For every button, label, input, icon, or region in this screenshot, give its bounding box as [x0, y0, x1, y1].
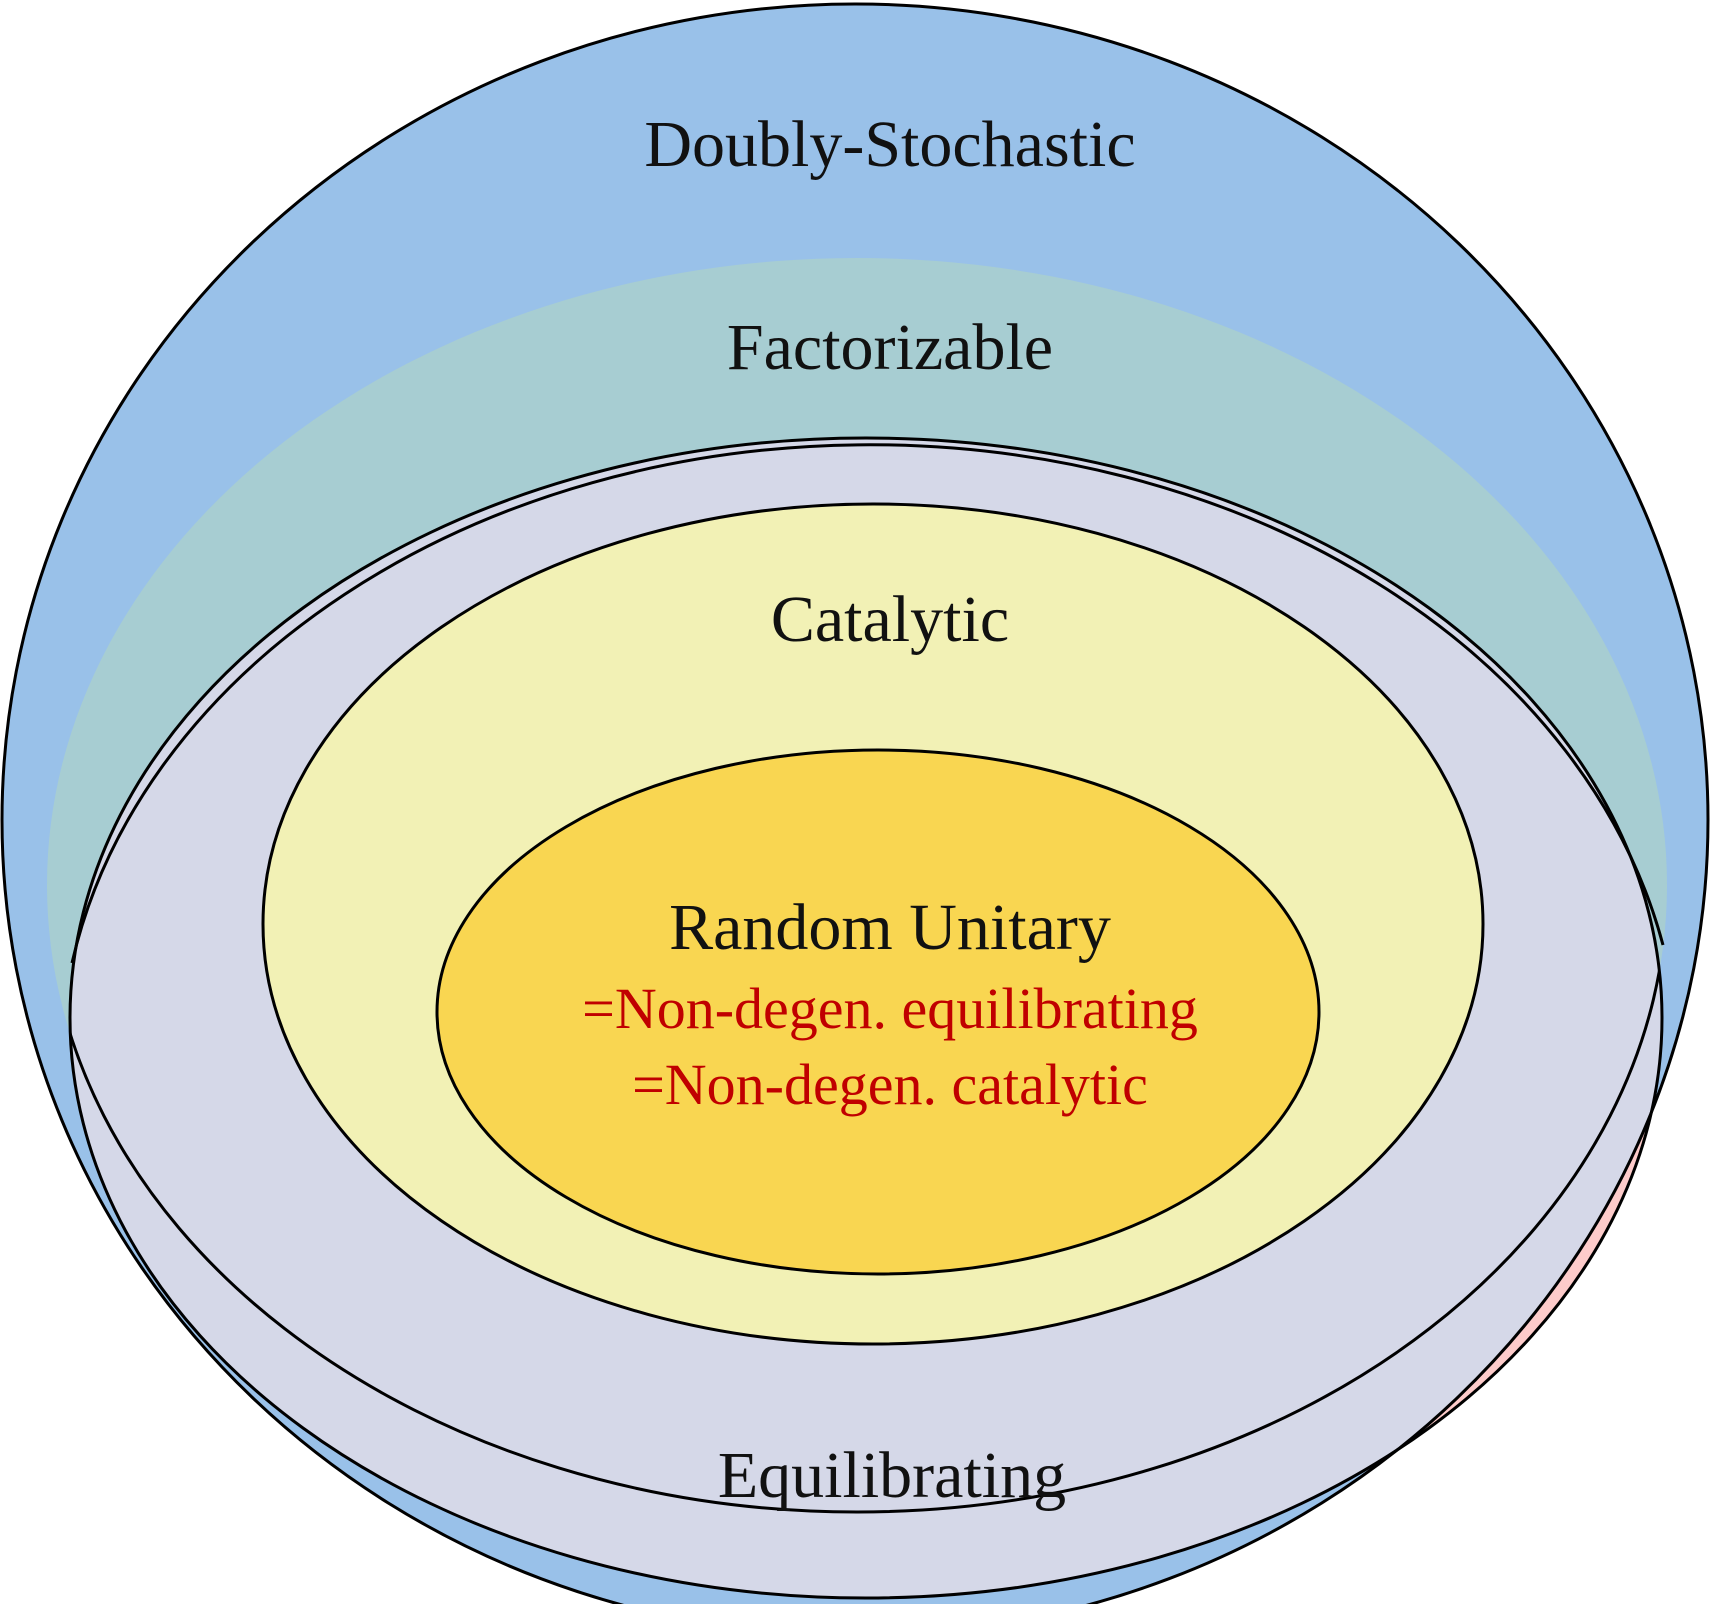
random-unitary-note-1: =Non-degen. equilibrating [582, 976, 1198, 1041]
equilibrating-outline [68, 436, 1664, 1600]
factorizable-outline-lower [70, 438, 1662, 1514]
random-unitary-label: Random Unitary [669, 891, 1111, 964]
random-unitary-note-2: =Non-degen. catalytic [632, 1052, 1148, 1117]
random-unitary-region [437, 750, 1319, 1274]
random-unitary-outline [435, 748, 1321, 1276]
factorizable-label: Factorizable [727, 311, 1053, 384]
catalytic-outline [261, 502, 1485, 1346]
factorizable-outline-upper [70, 443, 1665, 964]
equilibrating-label: Equilibrating [718, 1439, 1066, 1512]
doubly-stochastic-label: Doubly-Stochastic [644, 108, 1135, 181]
catalytic-label: Catalytic [771, 583, 1009, 656]
